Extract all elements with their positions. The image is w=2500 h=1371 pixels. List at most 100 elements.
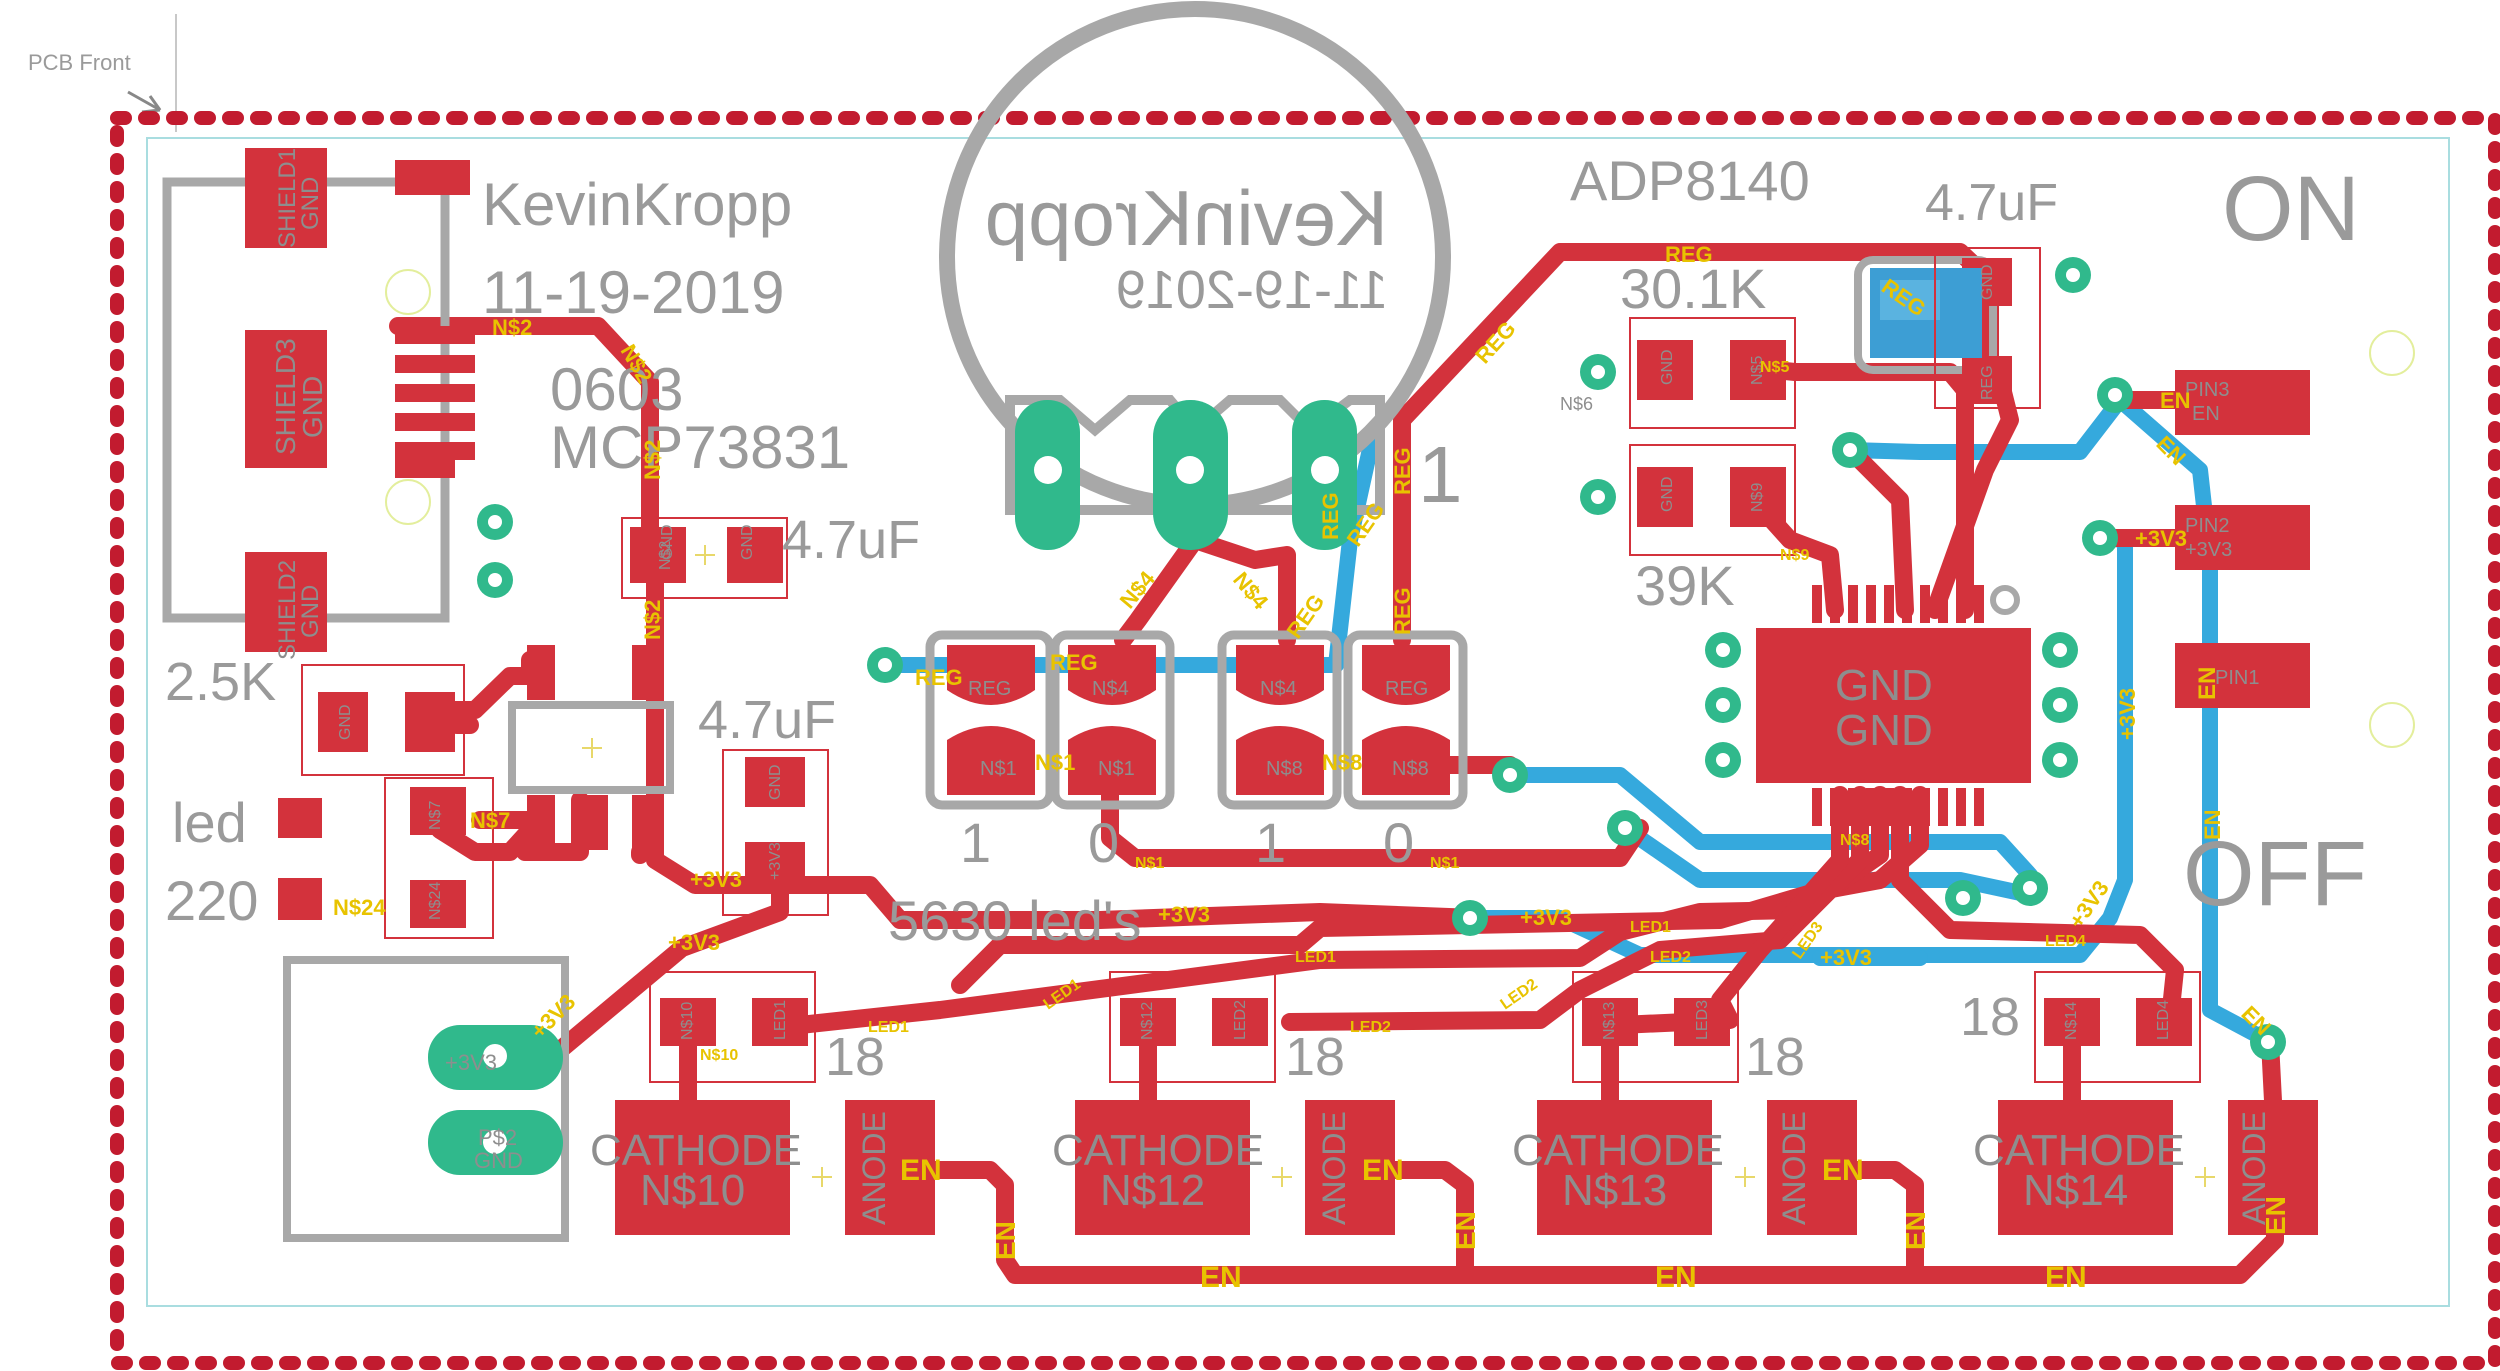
mount-hole	[385, 479, 431, 525]
net-label: LED1	[868, 1019, 909, 1036]
view-label: PCB Front	[28, 50, 131, 75]
net-label: N$10	[700, 1047, 738, 1064]
jumper-outline	[1343, 630, 1468, 810]
mount-hole	[2369, 702, 2415, 748]
usb-pin-pad	[395, 413, 475, 431]
res-18-label: 18	[1960, 987, 2020, 1047]
net-label: EN	[1362, 1154, 1404, 1187]
pad-name-reg: REG	[1979, 365, 1996, 400]
res-220-label: 220	[165, 869, 258, 932]
led-anode-pad	[1767, 1100, 1857, 1235]
net-label: LED2	[1350, 1019, 1391, 1036]
res-pad	[1120, 998, 1176, 1046]
pin-one-label: 1	[1418, 430, 1463, 519]
pad-name-gnd: GND	[767, 764, 784, 800]
cap-pad	[1962, 356, 2012, 404]
pad-name-n10: N$10	[679, 1002, 696, 1040]
top-cap-label: 4.7uF	[1925, 174, 2058, 232]
net-label: N$2	[640, 440, 665, 480]
led-cathode-name: CATHODE	[1973, 1126, 2185, 1175]
net-label: N$9	[1780, 547, 1809, 564]
jumper-top-net: N$4	[1260, 678, 1297, 700]
res-pad	[410, 880, 466, 928]
net-label: EN	[1450, 1211, 1481, 1250]
net-label: +3V3	[1158, 902, 1210, 927]
jumper-mark: 0	[1088, 811, 1119, 874]
mid-cap-label: 4.7uF	[698, 690, 836, 750]
led-anode-pad	[845, 1100, 935, 1235]
pad-name-n5: N$5	[1749, 356, 1766, 385]
trace-en	[1836, 1161, 1924, 1284]
ic-pad-net: GND	[1835, 661, 1933, 710]
res-2k5-label: 2.5K	[165, 652, 276, 712]
switch-off-label: OFF	[2183, 823, 2367, 925]
author-mirrored-label: KevinKropp	[985, 174, 1388, 262]
net-label: EN	[2194, 667, 2221, 700]
led-cathode-pad	[1537, 1100, 1712, 1235]
net-label: EN	[2200, 809, 2225, 840]
switch-outline	[1005, 395, 1385, 515]
pads	[245, 148, 2318, 1235]
pad-name-gnd: GND	[739, 524, 756, 560]
net-label: N$1	[1035, 750, 1075, 775]
led-anode-pad	[1305, 1100, 1395, 1235]
net-label: N$8	[1322, 750, 1362, 775]
net-label: LED2	[1498, 976, 1541, 1013]
net-label: REG	[1318, 492, 1343, 540]
pad-outlines	[301, 247, 2201, 1083]
net-label: REG	[1390, 447, 1415, 495]
led-anode-name: ANODE	[856, 1111, 892, 1225]
led-cathode-net: N$14	[2023, 1166, 2128, 1215]
back-trace-reg	[1328, 432, 1380, 673]
res-pad	[1637, 340, 1693, 400]
vias	[477, 257, 2286, 1060]
res-18-label: 18	[1285, 1027, 1345, 1087]
jumper-pad	[1236, 726, 1324, 795]
res-pad	[405, 692, 455, 752]
pad-name-n9: N$9	[1749, 483, 1766, 512]
net-label: REG	[1050, 650, 1098, 675]
led-cathode-pad	[615, 1100, 790, 1235]
ic-pad	[580, 795, 608, 850]
led-cathode-name: CATHODE	[1512, 1126, 1724, 1175]
pad-name-n7: N$7	[427, 801, 444, 830]
back-cap-pad	[1880, 280, 1940, 320]
shield-net: GND	[297, 585, 324, 638]
pad-name-n13: N$13	[1601, 1002, 1618, 1040]
led-anode-pad	[2228, 1100, 2318, 1235]
net-label: LED1	[1295, 949, 1336, 966]
header-pin-name: PIN2	[2185, 515, 2229, 537]
jumper-top-net: N$4	[1092, 678, 1129, 700]
pad-name-gnd: GND	[1979, 264, 1996, 300]
net-label: N$8	[1840, 832, 1869, 849]
board-edge	[110, 111, 2500, 1370]
pad-name-gnd: GND	[1659, 349, 1676, 385]
date-mirrored-label: 11-19-2019	[1116, 260, 1388, 320]
jumper-top-net: REG	[968, 678, 1011, 700]
charger-ic-outline	[508, 701, 674, 794]
jumper-pad	[1362, 645, 1450, 705]
jumper-mark: 0	[1383, 811, 1414, 874]
cap-pad	[630, 527, 686, 583]
jumper-outline	[925, 630, 1055, 810]
res-pad	[752, 998, 808, 1046]
led-label: led	[172, 791, 247, 854]
led-cathode-pad	[1998, 1100, 2173, 1235]
net-label: EN	[2260, 1196, 2291, 1235]
trace-en	[1376, 1161, 1474, 1284]
res-pad	[2136, 998, 2192, 1046]
silkscreen-text: KevinKropp 11-19-2019 KevinKropp 11-19-2…	[165, 149, 2367, 1087]
back-trace-en	[1842, 392, 2278, 1050]
net-label: EN	[900, 1154, 942, 1187]
jumper-mark: 1	[960, 811, 991, 874]
ic-pad-net: GND	[1835, 706, 1933, 755]
net-label: N$1	[1430, 855, 1459, 872]
header-pin-net: EN	[2192, 403, 2220, 425]
jumper-top-net: REG	[1385, 678, 1428, 700]
net-label: LED2	[1650, 949, 1691, 966]
ic-pad	[632, 795, 660, 850]
res-pad	[1730, 340, 1786, 400]
led-pad	[278, 798, 322, 838]
res-18-label: 18	[1745, 1027, 1805, 1087]
